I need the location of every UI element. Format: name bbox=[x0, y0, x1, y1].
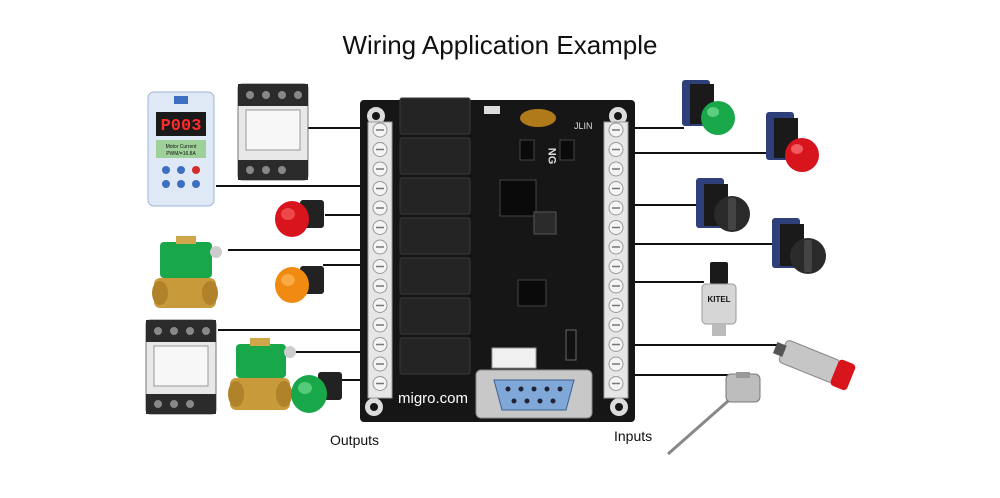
vfd-line2: PWM/=16.8A bbox=[166, 151, 196, 157]
db9-pins bbox=[505, 386, 563, 404]
relay bbox=[399, 177, 471, 215]
db9-pin bbox=[544, 386, 550, 392]
relay bbox=[399, 257, 471, 295]
db9-pin bbox=[550, 398, 556, 404]
proximity-sensor bbox=[772, 340, 856, 391]
relay bbox=[399, 217, 471, 255]
mount-hole bbox=[370, 403, 378, 411]
battery-holder bbox=[520, 109, 556, 127]
outputs-label: Outputs bbox=[330, 432, 380, 448]
orange-indicator-lamp bbox=[275, 266, 324, 303]
temperature-probe bbox=[667, 372, 761, 456]
microcontroller-chip bbox=[499, 179, 537, 217]
red-push-button bbox=[766, 112, 819, 172]
board-model-marking: JLIN bbox=[574, 121, 593, 131]
relay bbox=[399, 97, 471, 135]
ic-chip bbox=[519, 139, 535, 161]
mount-hole bbox=[614, 112, 622, 120]
solenoid-valve bbox=[152, 236, 222, 308]
mount-hole bbox=[615, 403, 623, 411]
db9-pin bbox=[511, 398, 517, 404]
vfd-line1: Motor Current bbox=[166, 144, 197, 150]
sensor-brand: KITEL bbox=[707, 295, 730, 304]
plc-board bbox=[360, 97, 635, 422]
green-push-button bbox=[682, 80, 735, 135]
red-indicator-lamp bbox=[275, 200, 324, 237]
contactor bbox=[145, 319, 217, 415]
relay bbox=[399, 297, 471, 335]
db9-pin bbox=[537, 398, 543, 404]
relay-bank bbox=[399, 97, 471, 375]
capacitor bbox=[565, 329, 577, 361]
output-terminals bbox=[372, 122, 388, 391]
green-indicator-lamp bbox=[291, 372, 342, 413]
input-wires bbox=[610, 127, 780, 376]
black-selector-switch bbox=[772, 218, 826, 274]
db9-pin bbox=[557, 386, 563, 392]
pressure-sensor: KITEL bbox=[701, 262, 737, 336]
connector-header bbox=[491, 347, 537, 369]
solenoid-valve bbox=[228, 338, 296, 410]
watermark: migro.com bbox=[398, 390, 469, 407]
diagram-title: Wiring Application Example bbox=[342, 30, 658, 60]
relay bbox=[399, 137, 471, 175]
ic-chip bbox=[559, 139, 575, 161]
black-selector-switch bbox=[696, 178, 750, 232]
db9-pin bbox=[505, 386, 511, 392]
db9-pin bbox=[531, 386, 537, 392]
vfd-panel: P003 Motor Current PWM/=16.8A bbox=[147, 91, 215, 207]
inputs-label: Inputs bbox=[614, 428, 653, 444]
dip-switch bbox=[484, 106, 500, 114]
db9-connector bbox=[493, 379, 575, 411]
board-side-marking: NG bbox=[545, 147, 558, 165]
relay bbox=[399, 337, 471, 375]
mount-hole bbox=[372, 112, 380, 120]
db9-pin bbox=[518, 386, 524, 392]
vfd-readout: P003 bbox=[161, 117, 202, 136]
contactor bbox=[237, 83, 309, 181]
input-terminals bbox=[608, 122, 624, 391]
ic-chip bbox=[517, 279, 547, 307]
inductor bbox=[533, 211, 557, 235]
db9-pin bbox=[524, 398, 530, 404]
